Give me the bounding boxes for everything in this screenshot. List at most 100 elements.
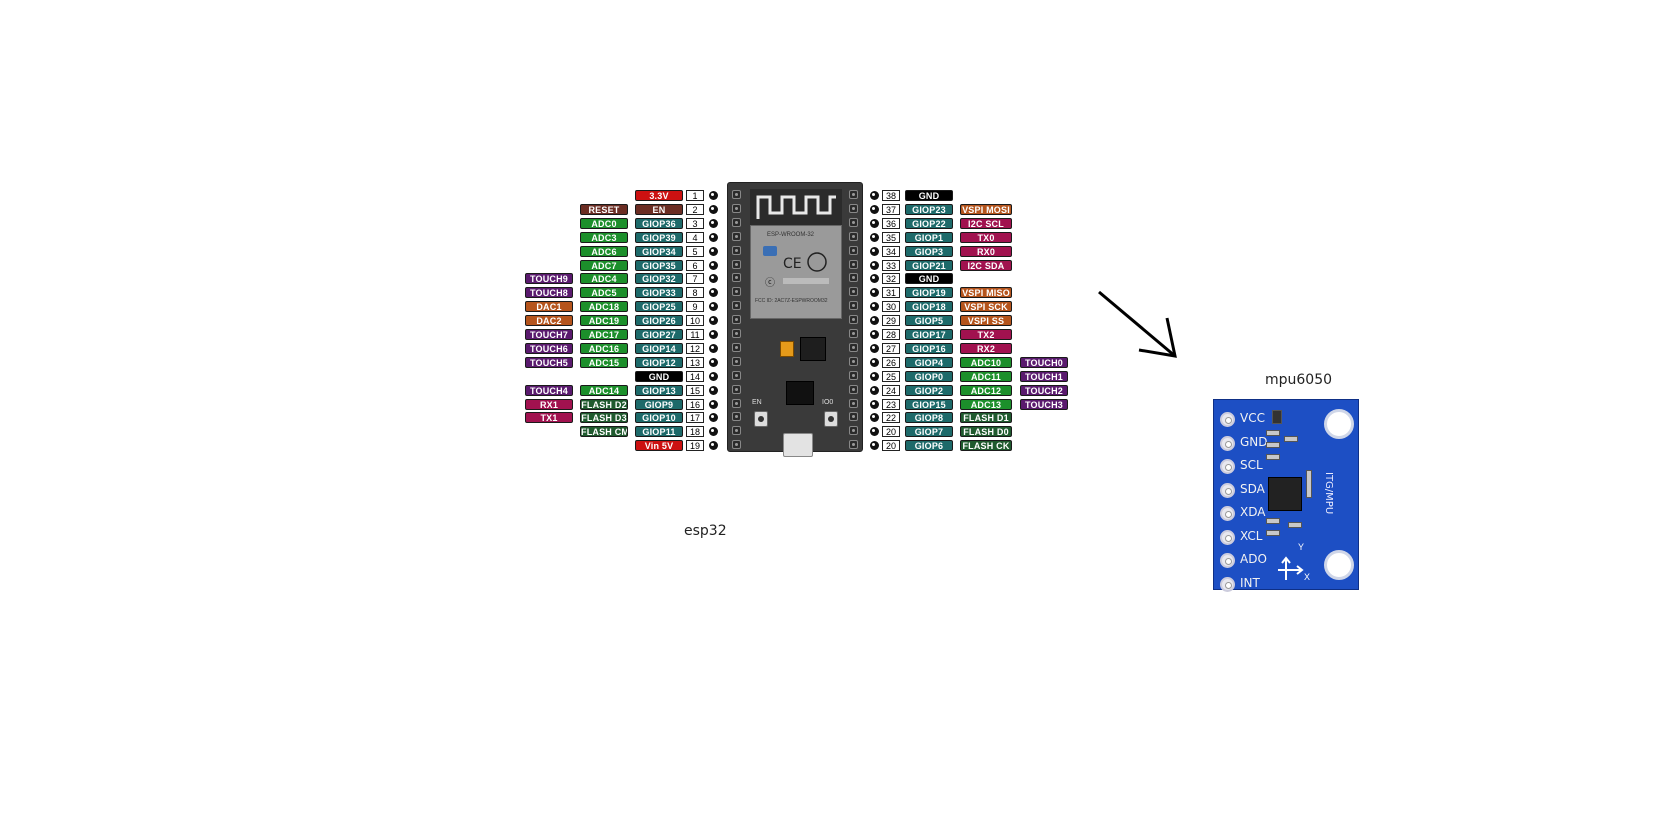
pin-label: VSPI MOSI	[960, 204, 1012, 215]
pin-number: 12	[686, 343, 704, 354]
header-hole	[732, 385, 741, 394]
pin-number: 33	[882, 260, 900, 271]
header-hole	[849, 412, 858, 421]
pin-dot-icon	[870, 191, 879, 200]
pin-number: 17	[686, 412, 704, 423]
esp32-module-shield: ESP-WROOM-32 CE ⓒ FCC ID: 2AC7Z-ESPWROOM…	[750, 225, 842, 319]
pin-number: 22	[882, 412, 900, 423]
boot-button[interactable]	[824, 411, 838, 427]
pin-label: GIOP1	[905, 232, 953, 243]
pin-label: GIOP14	[635, 343, 683, 354]
pin-label: Vin 5V	[635, 440, 683, 451]
esp32-board: ESP-WROOM-32 CE ⓒ FCC ID: 2AC7Z-ESPWROOM…	[727, 182, 863, 457]
pin-label: TOUCH4	[525, 385, 573, 396]
pin-dot-icon	[709, 441, 718, 450]
mounting-hole	[1324, 409, 1354, 439]
en-button[interactable]	[754, 411, 768, 427]
pin-label: DAC1	[525, 301, 573, 312]
header-hole	[732, 426, 741, 435]
pin-label: ADC0	[580, 218, 628, 229]
pin-number: 25	[882, 371, 900, 382]
pin-number: 26	[882, 357, 900, 368]
pin-label: ADC4	[580, 273, 628, 284]
pin-label: ADC3	[580, 232, 628, 243]
pin-dot-icon	[870, 274, 879, 283]
pin-number: 7	[686, 273, 704, 284]
pin-label: GIOP17	[905, 329, 953, 340]
pin-dot-icon	[870, 302, 879, 311]
pin-dot-icon	[870, 441, 879, 450]
pin-label: GIOP7	[905, 426, 953, 437]
fcc-id-text: FCC ID: 2AC7Z-ESPWROOM32	[755, 298, 828, 304]
header-hole	[849, 371, 858, 380]
pin-label: TOUCH3	[1020, 399, 1068, 410]
pin-dot-icon	[870, 233, 879, 242]
pin-dot-icon	[870, 219, 879, 228]
pin-label: GIOP18	[905, 301, 953, 312]
pin-label: I2C SCL	[960, 218, 1012, 229]
pin-number: 6	[686, 260, 704, 271]
pin-label: GIOP13	[635, 385, 683, 396]
micro-usb-port	[783, 433, 813, 457]
pin-dot-icon	[709, 191, 718, 200]
pin-label: FLASH CK	[960, 440, 1012, 451]
pin-label: VSPI MISO	[960, 287, 1012, 298]
pin-label: TX1	[525, 412, 573, 423]
pin-dot-icon	[709, 247, 718, 256]
pin-label: ADC10	[960, 357, 1012, 368]
pin-number: 16	[686, 399, 704, 410]
mounting-hole	[1324, 550, 1354, 580]
header-hole	[849, 287, 858, 296]
pin-dot-icon	[709, 302, 718, 311]
header-hole	[732, 218, 741, 227]
pin-label: GIOP33	[635, 287, 683, 298]
smd-component	[1266, 530, 1280, 536]
mpu-pin-pad	[1220, 482, 1235, 498]
pin-label: ADC18	[580, 301, 628, 312]
pin-label: TOUCH7	[525, 329, 573, 340]
header-hole	[849, 357, 858, 366]
smd-component	[1288, 522, 1302, 528]
pin-number: 13	[686, 357, 704, 368]
header-hole	[732, 343, 741, 352]
pin-label: GIOP22	[905, 218, 953, 229]
header-hole	[849, 315, 858, 324]
pin-label: TOUCH0	[1020, 357, 1068, 368]
pin-dot-icon	[709, 316, 718, 325]
smd-component	[1266, 518, 1280, 524]
mpu-pin-pad	[1220, 553, 1235, 568]
header-hole	[849, 246, 858, 255]
pin-label: ADC14	[580, 385, 628, 396]
pin-dot-icon	[870, 413, 879, 422]
pin-dot-icon	[870, 358, 879, 367]
boot-button-label: IO0	[822, 399, 834, 406]
pin-label: GIOP39	[635, 232, 683, 243]
pin-dot-icon	[709, 219, 718, 228]
pin-label: ADC17	[580, 329, 628, 340]
header-hole	[732, 204, 741, 213]
pin-label: RX1	[525, 399, 573, 410]
header-hole	[849, 301, 858, 310]
header-hole	[849, 218, 858, 227]
header-hole	[732, 190, 741, 199]
pin-label: GIOP32	[635, 273, 683, 284]
en-button-label: EN	[752, 399, 762, 406]
smd-component	[1284, 436, 1298, 442]
pin-label: TOUCH6	[525, 343, 573, 354]
mpu-pin-pad	[1220, 576, 1235, 592]
header-hole	[849, 260, 858, 269]
pin-number: 38	[882, 190, 900, 201]
pin-number: 11	[686, 329, 704, 340]
pin-label: ADC12	[960, 385, 1012, 396]
pin-label: GIOP35	[635, 260, 683, 271]
pin-dot-icon	[709, 413, 718, 422]
header-hole	[849, 273, 858, 282]
pin-dot-icon	[709, 288, 718, 297]
pin-label: GND	[635, 371, 683, 382]
pin-label: FLASH D3	[580, 412, 628, 423]
header-hole	[732, 371, 741, 380]
svg-text:CE: CE	[783, 256, 802, 272]
header-hole	[732, 246, 741, 255]
mpu-pin-label: ADO	[1240, 552, 1267, 566]
header-hole	[849, 399, 858, 408]
